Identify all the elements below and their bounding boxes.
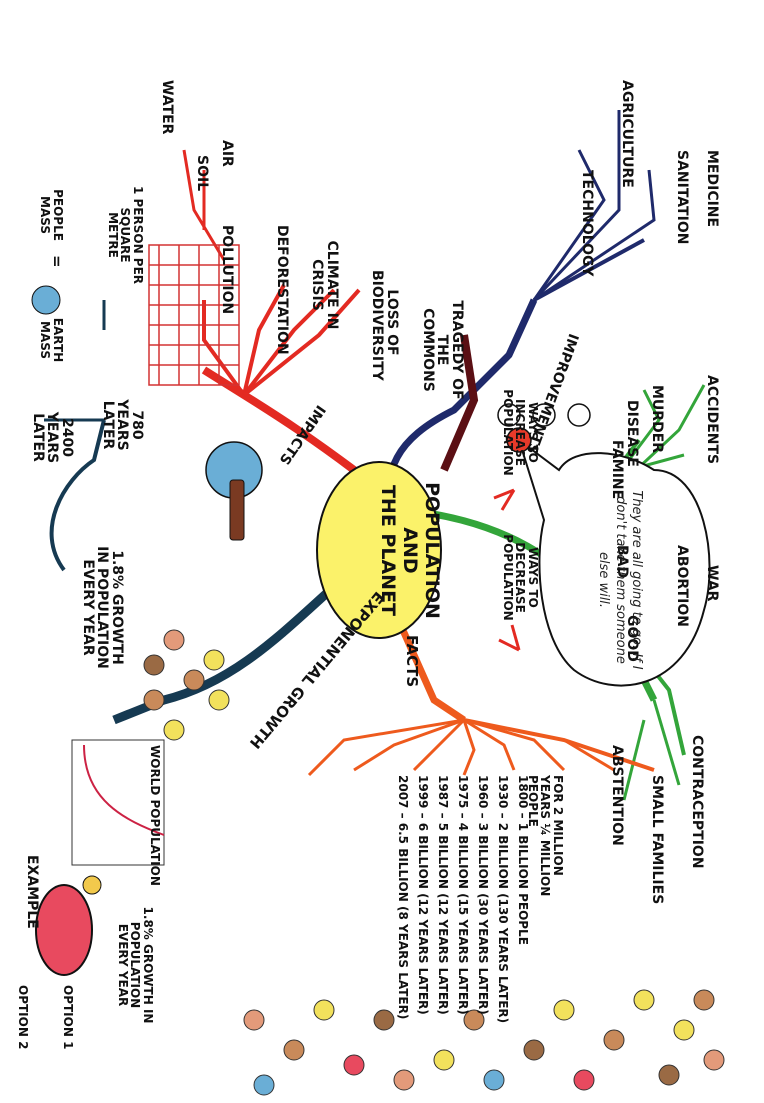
- contraception-label: CONTRACEPTION: [689, 735, 705, 869]
- impacts-branch: [201, 366, 357, 474]
- fact-item-6: 1999 – 6 BILLION (12 YEARS LATER): [416, 775, 430, 1015]
- fact-item-0: FOR 2 MILLION YEARS ¼ MILLION PEOPLE: [525, 775, 565, 897]
- deforestation-label: DEFORESTATION: [274, 225, 290, 355]
- world-population-chart-icon: [71, 739, 165, 866]
- center-node: [316, 461, 442, 639]
- medicine-label: MEDICINE: [704, 150, 720, 228]
- abstention-label: ABSTENTION: [609, 745, 625, 846]
- example-growth-text: 1.8% GROWTH IN POPULATION EVERY YEAR: [115, 906, 155, 1024]
- tragedy-branch: [440, 334, 479, 472]
- fact-item-4: 1975 – 4 BILLION (15 YEARS LATER): [456, 775, 470, 1015]
- disease-label: DISEASE: [624, 400, 640, 467]
- fact-item-2: 1930 – 2 BILLION (130 YEARS LATER): [496, 775, 510, 1024]
- technology-label: TECHNOLOGY: [579, 170, 595, 277]
- abortion-label: ABORTION: [674, 545, 690, 627]
- speech-bubble: [517, 437, 711, 687]
- accidents-label: ACCIDENTS: [704, 375, 720, 465]
- exponential-growth-text: 1.8% GROWTH IN POPULATION EVERY YEAR: [79, 546, 125, 669]
- equals-sign: =: [48, 255, 66, 268]
- example-label: EXAMPLE: [24, 855, 40, 929]
- ways-decrease-label: WAYS TO DECREASE POPULATION: [500, 534, 540, 621]
- small-families-label: SMALL FAMILIES: [649, 775, 665, 905]
- world-population-chart-title: WORLD POPULATION: [148, 745, 162, 886]
- person-per-metre-label: 1 PERSON PER SQUARE METRE: [105, 185, 145, 285]
- option-1-label: OPTION 1: [61, 985, 75, 1050]
- water-label: WATER: [159, 80, 175, 135]
- ways-increase-label: WAYS TO INCREASE POPULATION: [500, 389, 540, 476]
- person-grid-icon: [148, 244, 240, 386]
- war-label: WAR: [704, 565, 720, 602]
- piggy-bank-icon: [35, 884, 93, 976]
- center-line-1: POPULATION: [421, 482, 443, 619]
- tragedy-label: TRAGEDY OF THE COMMONS: [419, 300, 465, 400]
- center-line-2: AND: [399, 527, 422, 574]
- fact-item-3: 1960 – 3 BILLION (30 YEARS LATER): [476, 775, 490, 1015]
- years-780-label: 780 YEARS LATER: [99, 399, 145, 451]
- option-2-label: OPTION 2: [16, 985, 30, 1050]
- fact-item-5: 1987 – 5 BILLION (12 YEARS LATER): [436, 775, 450, 1015]
- pollution-label: POLLUTION: [219, 225, 235, 315]
- air-label: AIR: [219, 140, 235, 167]
- climate-crisis-label: CLIMATE IN CRISIS: [309, 240, 340, 330]
- sanitation-label: SANITATION: [674, 150, 690, 245]
- earth-mass-label: EARTH MASS: [38, 317, 65, 363]
- facts-branch: [390, 608, 466, 723]
- crowd-faces: [143, 629, 725, 1096]
- soil-label: SOIL: [194, 155, 210, 192]
- agriculture-label: AGRICULTURE: [619, 80, 635, 188]
- people-mass-label: PEOPLE MASS: [38, 189, 65, 241]
- loss-biodiversity-label: LOSS OF BIODIVERSITY: [369, 270, 400, 381]
- fact-item-1: 1800 – 1 BILLION PEOPLE: [516, 775, 530, 945]
- fact-item-7: 2007 – 6.5 BILLION (8 YEARS LATER): [396, 775, 410, 1020]
- years-2400-label: 2400 YEARS LATER: [29, 411, 75, 464]
- murder-label: MURDER: [649, 385, 665, 454]
- tragedy-quote: They are all going to go. If I don't tak…: [596, 490, 645, 670]
- facts-label: FACTS: [403, 635, 421, 688]
